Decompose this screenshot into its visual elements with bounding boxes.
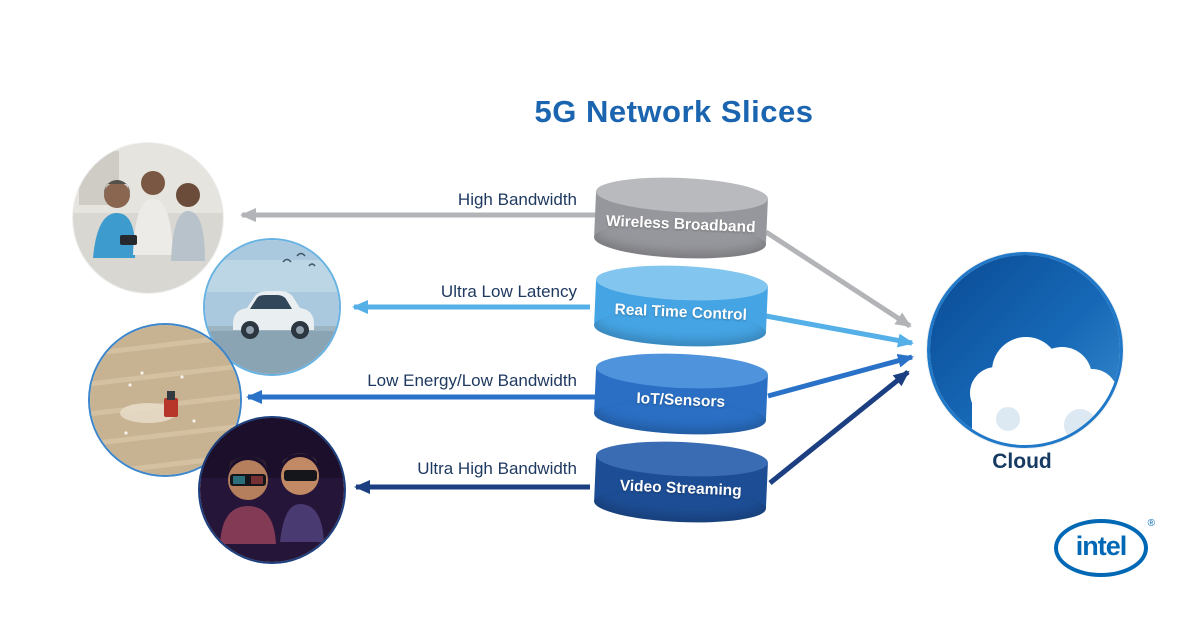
- slice-cylinder-video-streaming: Video Streaming: [593, 438, 769, 526]
- people-smartphones-icon: [73, 143, 223, 293]
- slice-requirement-label: High Bandwidth: [457, 190, 577, 209]
- slice-requirement-label: Ultra High Bandwidth: [417, 459, 577, 478]
- slice-requirement-label: Low Energy/Low Bandwidth: [367, 371, 577, 390]
- arrow-iot-to-cloud: [767, 353, 914, 399]
- arrow-wireless-to-cloud: [764, 229, 912, 329]
- intel-wordmark: intel: [1075, 530, 1128, 561]
- cloud-photo: [927, 252, 1123, 448]
- autonomous-car-photo: [205, 240, 339, 374]
- slice-requirement-label: Ultra Low Latency: [440, 282, 577, 301]
- intel-logo: intel ®: [1054, 518, 1155, 577]
- 3d-movie-audience-icon: [200, 418, 344, 562]
- arrow-video-to-cloud: [768, 370, 910, 485]
- slice-cylinder-wireless-broadband: Wireless Broadband: [593, 174, 769, 262]
- arrow-realtime-to-cloud: [765, 313, 914, 348]
- 3d-movie-audience-photo: [200, 418, 344, 562]
- people-smartphones-photo: [73, 143, 223, 293]
- page-title: 5G Network Slices: [534, 94, 814, 129]
- slice-cylinder-iot-sensors: IoT/Sensors: [593, 350, 769, 438]
- cloud-label: Cloud: [992, 450, 1052, 473]
- autonomous-car-icon: [205, 240, 339, 374]
- registered-trademark-symbol: ®: [1147, 518, 1155, 529]
- cloud-icon: [930, 255, 1120, 445]
- slice-cylinder-real-time-control: Real Time Control: [593, 262, 769, 350]
